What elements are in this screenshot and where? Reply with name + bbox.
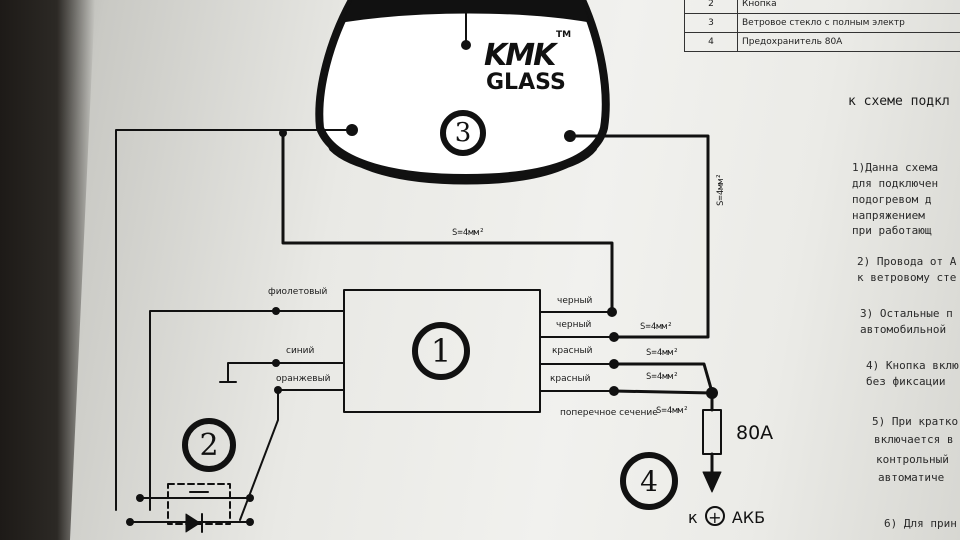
terminal-dot xyxy=(609,332,619,342)
legend-table: 2 Кнопка 3 Ветровое стекло с полным элек… xyxy=(684,0,960,52)
table-row: 4 Предохранитель 80А xyxy=(684,32,960,52)
spec-label: S=4мм² xyxy=(646,372,679,382)
windshield-bottom-band xyxy=(321,131,605,185)
terminal-dot xyxy=(706,387,718,399)
battery-label: к + АКБ xyxy=(688,506,765,527)
note-line: 2) Провода от А xyxy=(857,255,957,268)
note-line: включается в xyxy=(874,433,954,446)
battery-name: АКБ xyxy=(731,508,766,527)
logo-sub: GLASS xyxy=(486,70,566,95)
spec-label: S=4мм² xyxy=(640,322,673,332)
note-line: 3) Остальные п xyxy=(860,307,953,320)
legend-text: Предохранитель 80А xyxy=(737,32,960,52)
wire-blue xyxy=(227,362,345,383)
wire-label-black-1: черный xyxy=(557,296,593,306)
note-line: 4) Кнопка вклю xyxy=(866,359,959,372)
relay-box xyxy=(343,289,541,413)
cross-section-caption: поперечное сечение xyxy=(560,408,658,418)
spec-label: S=4мм² xyxy=(646,348,679,358)
logo-trademark: TM xyxy=(556,30,572,40)
terminal-dot xyxy=(272,359,280,367)
arrow-to-battery xyxy=(702,471,722,493)
wire-windshield-left-to-relay xyxy=(281,131,614,314)
spec-label: S=4мм² xyxy=(656,406,689,416)
terminal-dot xyxy=(461,40,471,50)
component-number-button: 2 xyxy=(182,418,236,472)
component-number-relay: 1 xyxy=(412,322,470,380)
diode-symbol xyxy=(185,513,201,533)
wire-red-2-to-fuse xyxy=(612,389,714,395)
component-number-windshield: 3 xyxy=(440,110,486,156)
note-line: 5) При кратко xyxy=(872,415,959,428)
component-number-fuse: 4 xyxy=(620,452,678,510)
terminal-dot xyxy=(609,386,619,396)
plus-icon: + xyxy=(704,506,725,527)
wire-orange xyxy=(239,389,345,521)
note-line: к ветровому сте xyxy=(857,271,957,284)
note-line: подогревом д xyxy=(852,193,932,206)
note-line: 6) Для прин xyxy=(884,517,957,530)
terminal-dot xyxy=(126,518,134,526)
terminal-dot xyxy=(246,494,254,502)
terminal-dot xyxy=(274,386,282,394)
legend-num: 4 xyxy=(684,32,738,52)
terminal-dot xyxy=(609,359,619,369)
note-line: без фиксации xyxy=(866,375,946,388)
note-line: автоматиче xyxy=(878,471,945,484)
note-line: для подключен xyxy=(852,177,939,190)
battery-prefix: к xyxy=(688,508,698,527)
note-line: 1)Данна схема xyxy=(852,161,939,174)
wire-windshield-right-to-relay xyxy=(568,134,710,339)
note-line: напряжением xyxy=(852,209,925,222)
note-line: при работающ xyxy=(852,224,932,237)
windshield-shape xyxy=(315,0,610,182)
terminal-dot xyxy=(136,494,144,502)
note-line: автомобильной xyxy=(860,323,947,336)
terminal-dot xyxy=(246,518,254,526)
terminal-dot xyxy=(607,307,617,317)
terminal-dot xyxy=(564,130,576,142)
wire-label-red-2: красный xyxy=(550,374,591,384)
wire-label-violet: фиолетовый xyxy=(268,287,328,297)
terminal-dot xyxy=(346,124,358,136)
logo-brand: KMK xyxy=(484,38,556,73)
spec-label: S=4мм² xyxy=(452,228,485,238)
wire-violet xyxy=(149,310,345,511)
fuse-rating: 80А xyxy=(736,422,774,444)
terminal-dot xyxy=(279,129,287,137)
note-line: контрольный xyxy=(876,453,949,466)
spec-label: S=4мм² xyxy=(716,173,726,206)
wire-red-1-to-fuse xyxy=(612,362,714,394)
button-dashed-box xyxy=(167,483,231,525)
wire-label-orange: оранжевый xyxy=(276,374,331,384)
wire-label-black-2: черный xyxy=(556,320,592,330)
wire-windshield-left-loop xyxy=(115,129,353,511)
terminal-dot xyxy=(272,307,280,315)
notes-heading: к схеме подкл xyxy=(848,94,950,109)
wire-label-blue: синий xyxy=(286,346,315,356)
fuse-body xyxy=(702,409,722,455)
wire-label-red-1: красный xyxy=(552,346,593,356)
